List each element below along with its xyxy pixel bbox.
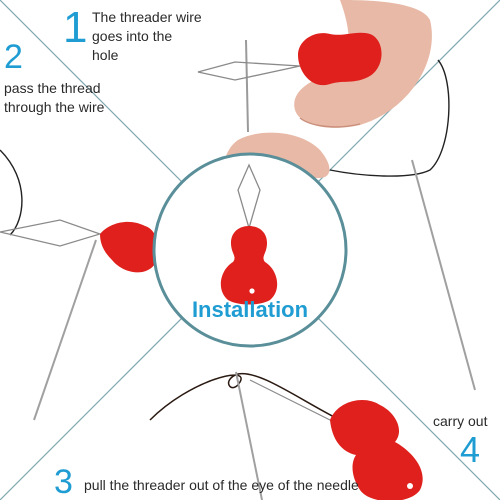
threader-hole [407, 483, 413, 489]
center-title: Installation [191, 297, 309, 322]
center-threader [220, 163, 278, 305]
step2-illustration [0, 149, 159, 421]
needle-bottom [235, 371, 263, 500]
needle-right [411, 159, 476, 391]
step-1-text: The threader wire goes into the hole [92, 9, 202, 63]
black-thread [329, 59, 450, 177]
center-threader-hole [249, 288, 255, 294]
step3-illustration [149, 371, 423, 500]
step-1-number: 1 [63, 3, 88, 52]
threader-wire-left [0, 219, 102, 247]
thread-loop [149, 372, 341, 421]
needle [245, 39, 249, 133]
red-threader-handle [298, 32, 382, 86]
step-2-number: 2 [4, 38, 23, 76]
step-2-text: pass the thread through the wire [4, 80, 105, 115]
black-thread-left [0, 149, 23, 236]
threader-wire [197, 61, 301, 81]
step-3-text: pull the threader out of the eye of the … [84, 477, 359, 493]
step-4-number: 4 [460, 429, 481, 470]
step-4-text: carry out [433, 413, 488, 429]
step-3-number: 3 [54, 463, 73, 500]
red-threader-left [100, 221, 159, 273]
red-threader-bottom [330, 400, 423, 500]
center-red-threader [220, 226, 278, 305]
fingernail-edge [299, 117, 361, 128]
needle-left [33, 239, 97, 421]
